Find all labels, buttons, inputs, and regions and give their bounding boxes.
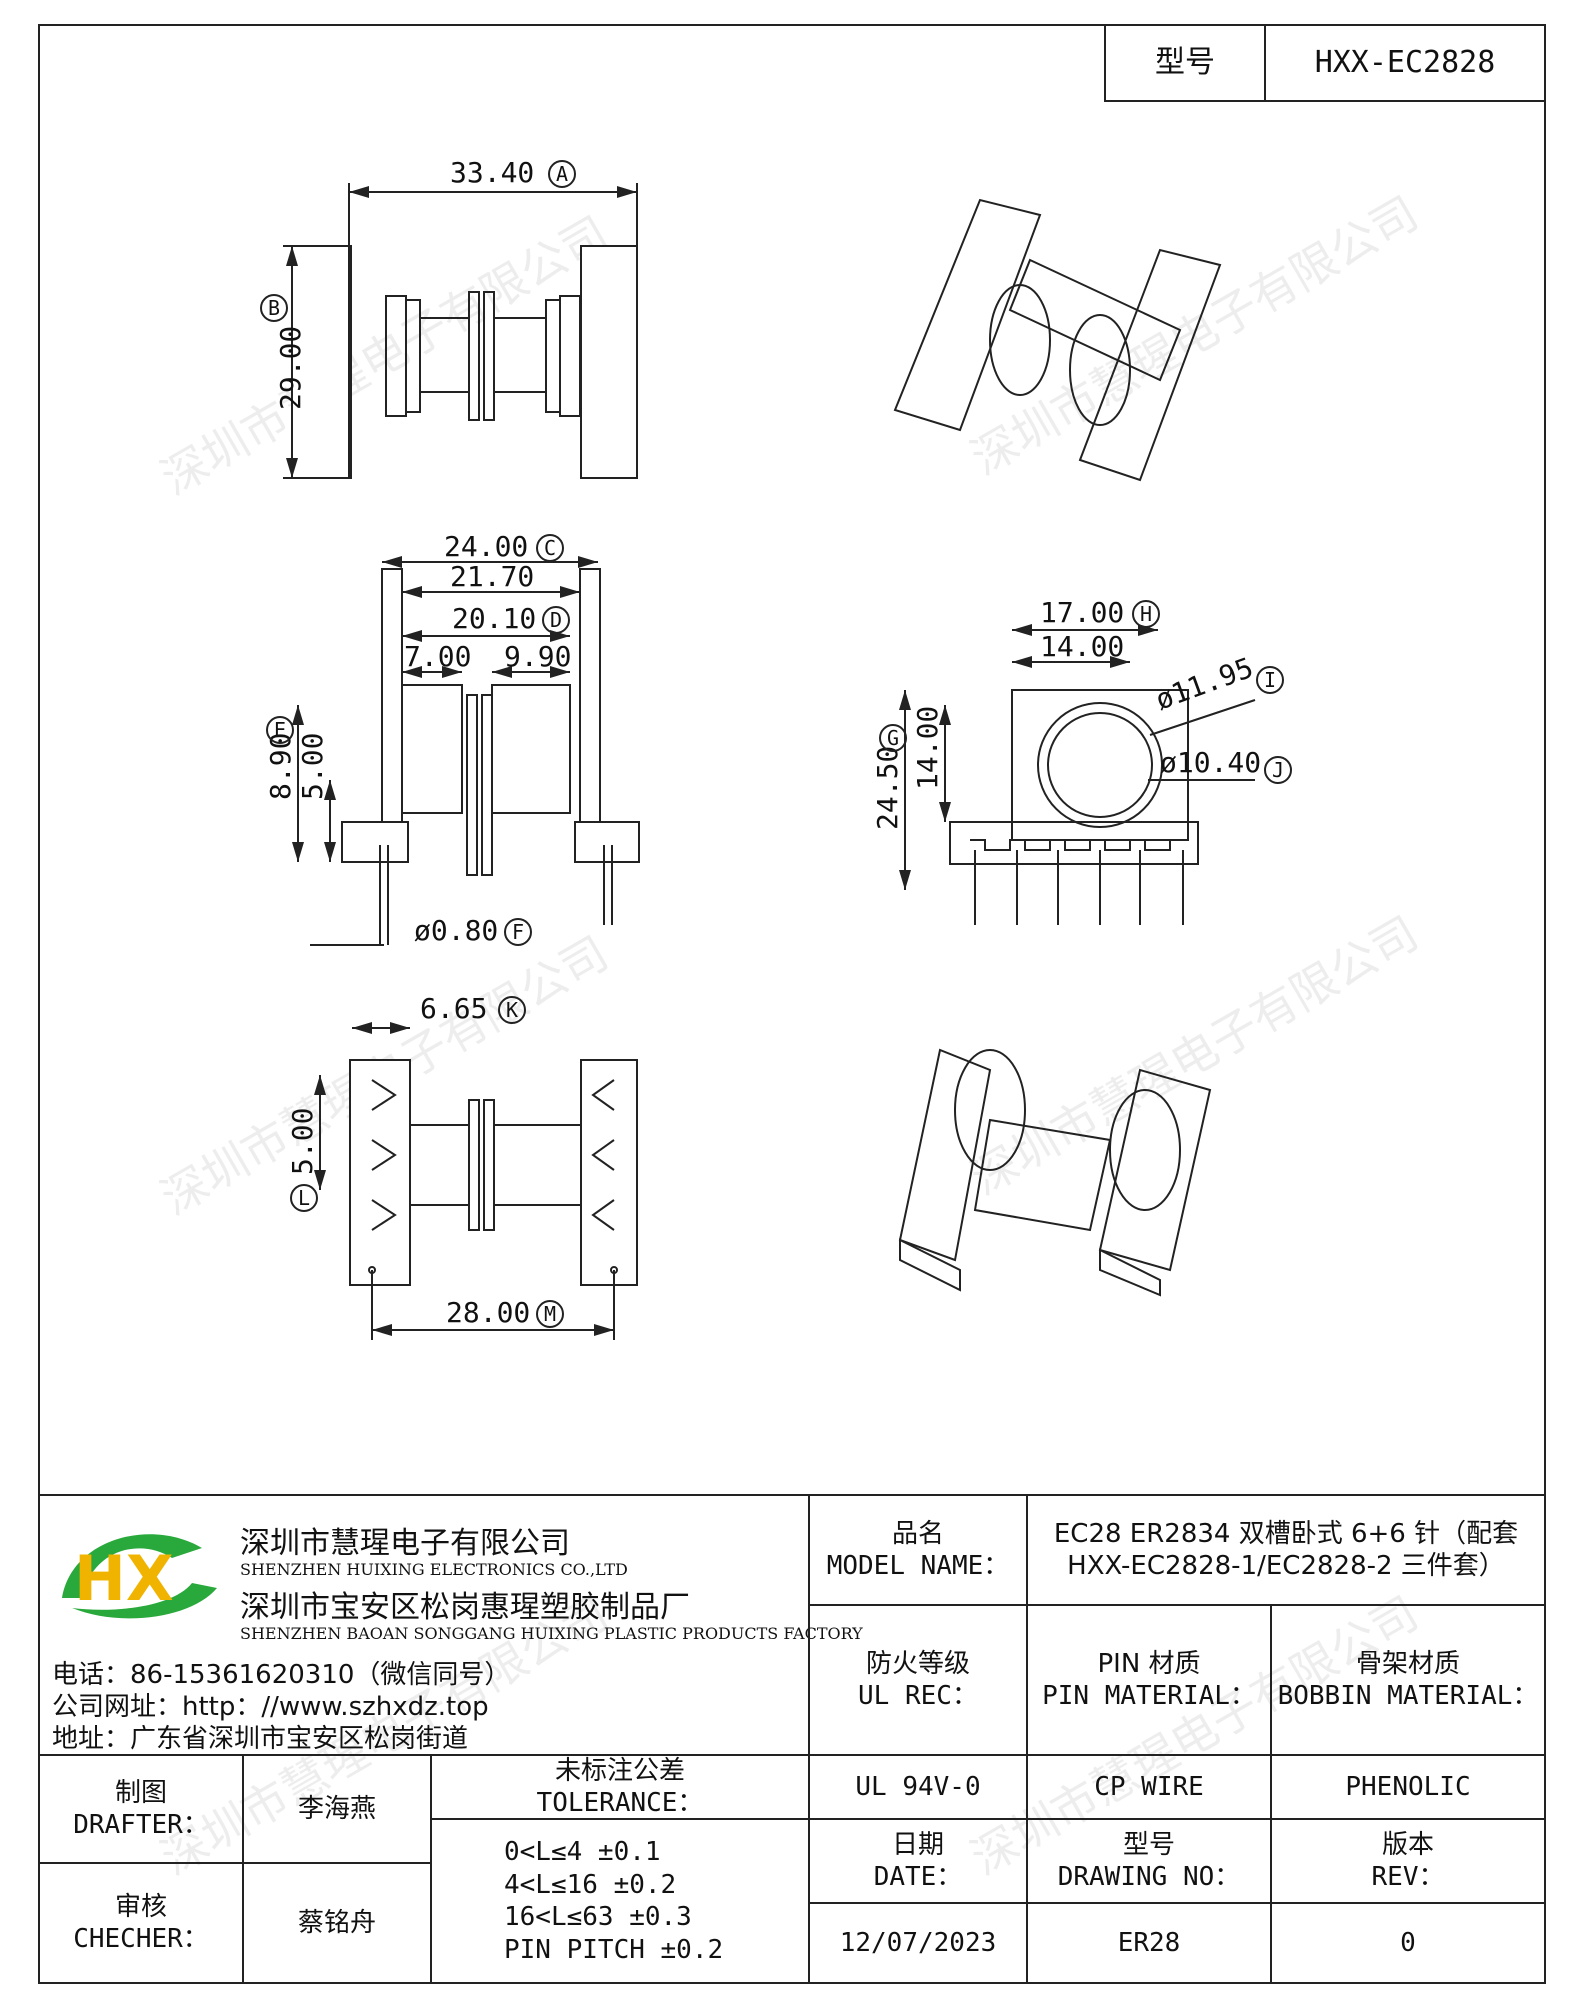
dim-i: ø11.95 <box>1151 651 1257 717</box>
bottom-view <box>314 1022 638 1340</box>
company-block: HX 深圳市慧瑆电子有限公司 SHENZHEN HUIXING ELECTRON… <box>38 1494 863 1756</box>
dim-e2: 5.00 <box>296 733 329 800</box>
isometric-view-top <box>893 198 1222 482</box>
front-view <box>899 624 1256 925</box>
tag-b: B <box>268 296 280 320</box>
tag-k: K <box>506 998 518 1022</box>
dim-c: 24.00 <box>444 530 528 563</box>
company-phone: 电话：86-15361620310（微信同号） <box>52 1660 511 1690</box>
tag-d: D <box>550 608 562 632</box>
drafter-name: 李海燕 <box>242 1754 432 1864</box>
dim-h2: 14.00 <box>1040 630 1124 663</box>
date-value: 12/07/2023 <box>808 1902 1028 1984</box>
logo-letters: HX <box>74 1542 174 1615</box>
dim-h: 17.00 <box>1040 596 1124 629</box>
dim-g2: 14.00 <box>911 706 944 790</box>
dim-c2: 21.70 <box>450 560 534 593</box>
dim-f: ø0.80 <box>414 914 498 947</box>
dim-k: 6.65 <box>420 992 487 1025</box>
tag-l: L <box>298 1186 310 1210</box>
model-label: 型号 <box>1104 24 1266 102</box>
rev-value: 0 <box>1270 1902 1546 1984</box>
bobbin-material-value: PHENOLIC <box>1270 1754 1546 1820</box>
pin-material-value: CP WIRE <box>1026 1754 1272 1820</box>
dim-g: 24.50 <box>871 746 904 830</box>
company-address: 地址：广东省深圳市宝安区松岗街道 <box>52 1724 469 1754</box>
tag-i: I <box>1264 668 1276 692</box>
dim-l: 5.00 <box>286 1108 319 1175</box>
dim-slot1: 7.00 <box>404 640 471 673</box>
tag-g: G <box>887 726 899 750</box>
company-name-cn: 深圳市慧瑆电子有限公司 <box>240 1526 570 1561</box>
dim-a: 33.40 <box>450 156 534 189</box>
tag-e: E <box>274 718 286 742</box>
tag-h: H <box>1140 602 1152 626</box>
tag-c: C <box>544 536 556 560</box>
checker-name: 蔡铭舟 <box>242 1862 432 1984</box>
technical-drawing: 33.40 29.00 24.00 21.70 20.10 7.00 9.90 … <box>260 156 1292 1340</box>
model-value: HXX-EC2828 <box>1264 24 1546 102</box>
tolerance-table: 0<L≤4 ±0.1 4<L≤16 ±0.2 16<L≤63 ±0.3 PIN … <box>430 1818 810 1984</box>
side-view <box>292 556 640 946</box>
dim-m: 28.00 <box>446 1296 530 1329</box>
tag-m: M <box>544 1302 556 1326</box>
ul-value: UL 94V-0 <box>808 1754 1028 1820</box>
dim-slot2: 9.90 <box>504 640 571 673</box>
factory-name-cn: 深圳市宝安区松岗惠瑆塑胶制品厂 <box>240 1590 690 1625</box>
top-view <box>283 183 638 479</box>
tag-a: A <box>556 162 568 186</box>
dim-d: 20.10 <box>452 602 536 635</box>
drawing-no-value: ER28 <box>1026 1902 1272 1984</box>
dim-j: ø10.40 <box>1160 746 1261 779</box>
factory-name-en: SHENZHEN BAOAN SONGGANG HUIXING PLASTIC … <box>240 1624 863 1643</box>
dim-b: 29.00 <box>274 326 307 410</box>
isometric-view-bottom <box>898 1048 1212 1297</box>
tag-f: F <box>512 920 524 944</box>
company-logo: HX <box>62 1534 217 1619</box>
company-name-en: SHENZHEN HUIXING ELECTRONICS CO.,LTD <box>240 1560 628 1579</box>
company-website: 公司网址：http：//www.szhxdz.top <box>52 1692 489 1722</box>
tag-j: J <box>1272 758 1284 782</box>
